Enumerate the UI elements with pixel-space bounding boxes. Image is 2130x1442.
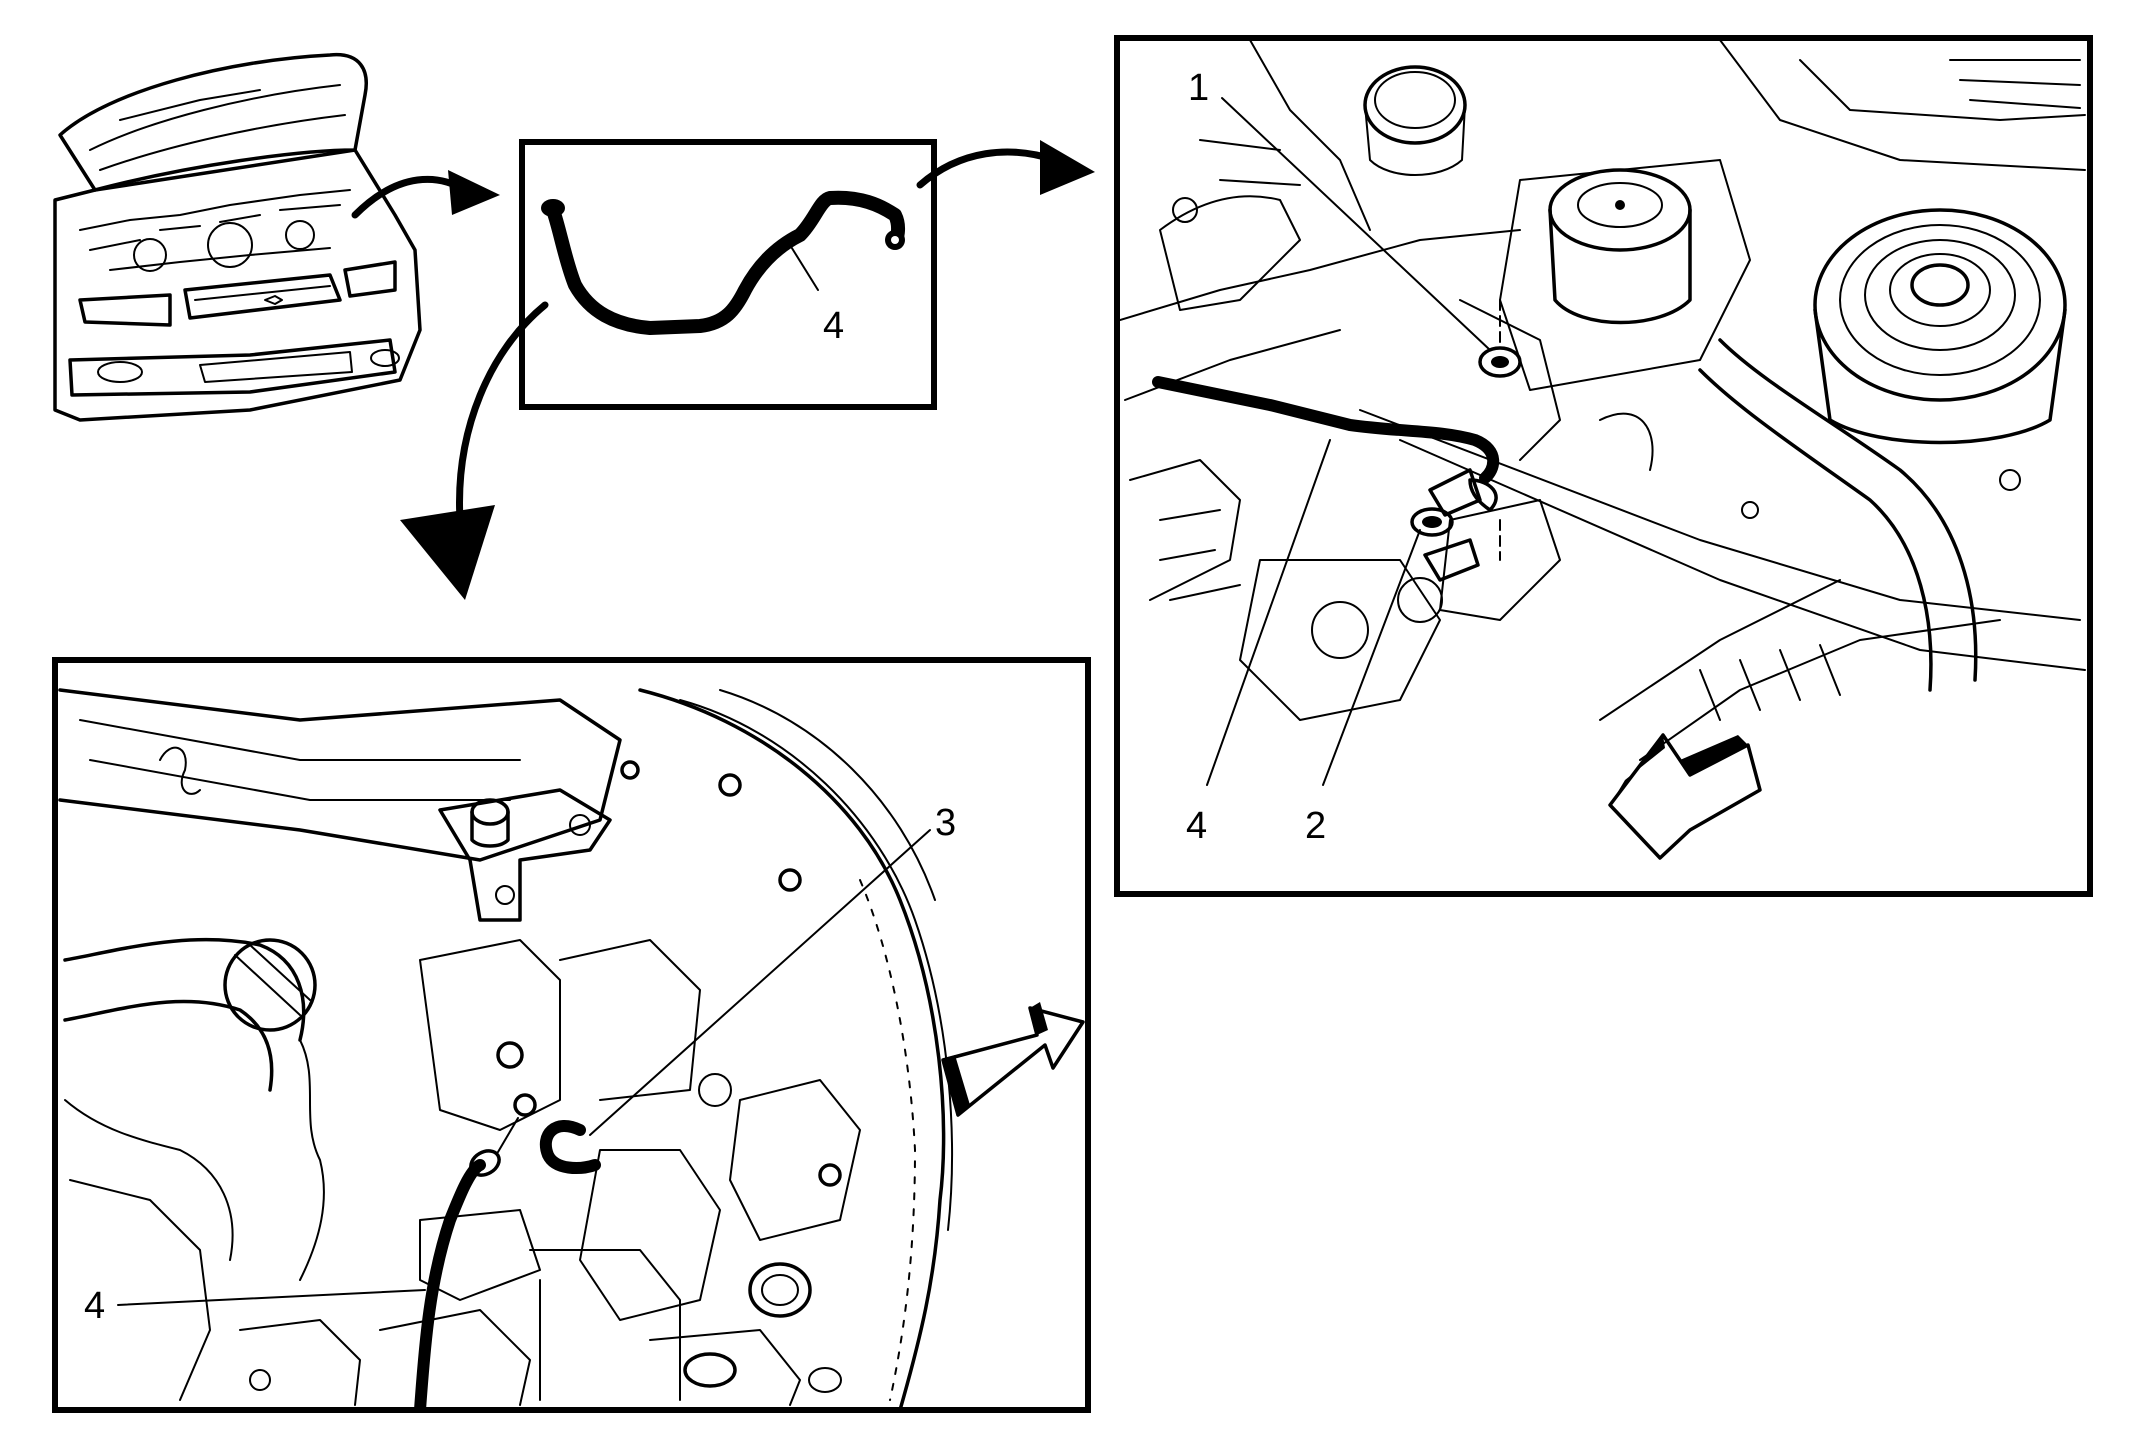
callout-bl-4: 4 xyxy=(84,1285,105,1327)
leader-line xyxy=(789,244,819,291)
direction-arrow-icon xyxy=(1608,733,1762,860)
leader-line xyxy=(1221,97,1491,351)
direction-arrow-icon xyxy=(941,1002,1085,1117)
engine-bay-detail-bottom-left xyxy=(58,688,953,1407)
hose-part xyxy=(541,190,905,335)
curved-arrow-icon xyxy=(916,140,1095,195)
leader-line xyxy=(589,829,931,1136)
callout-tr-4: 4 xyxy=(1186,805,1207,847)
leader-line xyxy=(1322,529,1421,786)
curved-arrow-icon xyxy=(400,301,549,600)
leader-line xyxy=(117,1289,426,1306)
hose-detail-frame xyxy=(519,139,937,410)
callout-tr-1: 1 xyxy=(1188,67,1209,109)
leader-line xyxy=(1206,439,1331,786)
vehicle-icon xyxy=(53,53,422,422)
curved-arrow-icon xyxy=(351,170,500,219)
engine-bay-detail-top-right xyxy=(1120,41,2086,761)
detail-frame-bottom-left xyxy=(52,657,1091,1413)
detail-frame-top-right xyxy=(1114,35,2093,897)
callout-bl-3: 3 xyxy=(935,802,956,844)
callout-tr-2: 2 xyxy=(1305,805,1326,847)
callout-hose-4: 4 xyxy=(823,305,844,347)
